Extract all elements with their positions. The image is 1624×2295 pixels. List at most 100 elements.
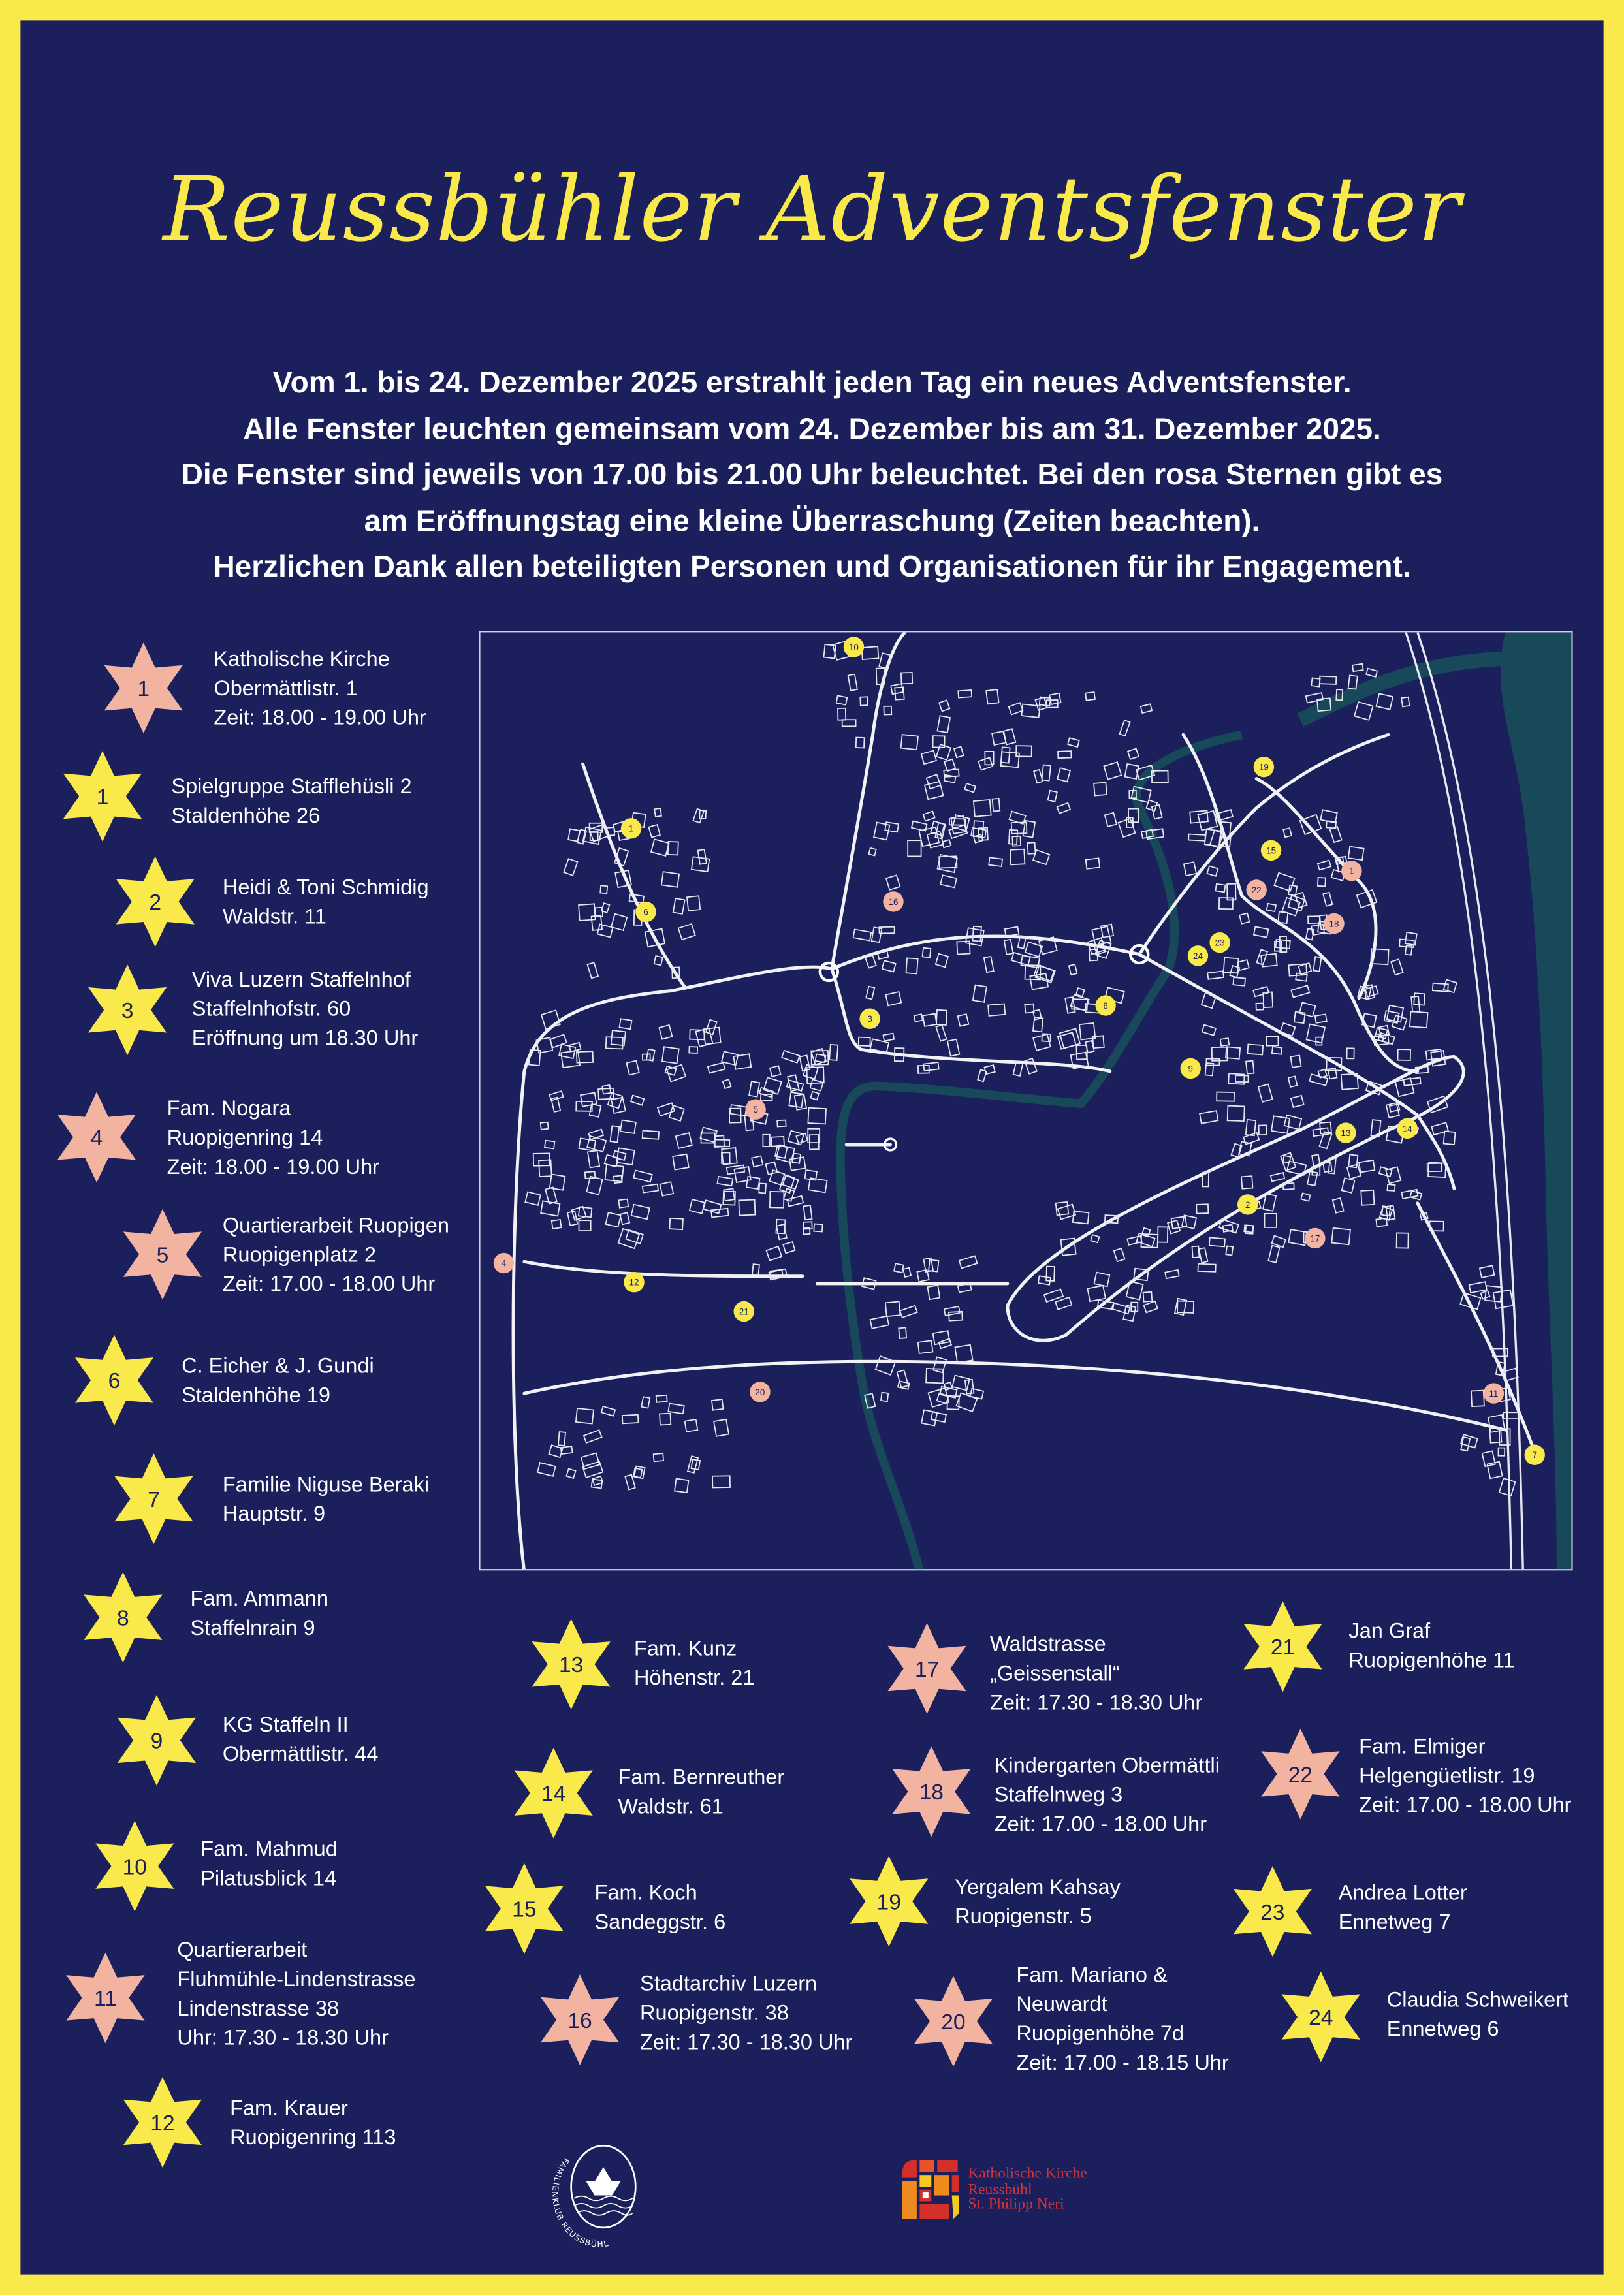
entry-line: Yergalem Kahsay: [955, 1876, 1121, 1900]
building: [1486, 1461, 1503, 1480]
map-marker-pink[interactable]: 11: [1483, 1383, 1505, 1404]
building: [610, 1030, 626, 1047]
yellow-star-icon: 21: [1243, 1601, 1322, 1692]
road: [1181, 733, 1420, 1073]
building: [791, 1152, 802, 1164]
building: [1104, 1214, 1119, 1224]
building: [1057, 1203, 1077, 1220]
building: [1010, 848, 1026, 866]
building: [1222, 1224, 1234, 1233]
building: [1487, 1414, 1506, 1433]
map-marker-yellow[interactable]: 9: [1180, 1058, 1201, 1079]
building: [932, 1356, 947, 1374]
map-marker-yellow[interactable]: 19: [1253, 756, 1275, 778]
map-marker-yellow[interactable]: 15: [1260, 840, 1282, 861]
map-marker-yellow[interactable]: 1: [620, 818, 642, 839]
map-marker-pink[interactable]: 16: [883, 891, 904, 912]
yellow-star-icon: 12: [123, 2076, 202, 2168]
building: [923, 1061, 940, 1072]
building: [1286, 1160, 1307, 1176]
map-marker-pink[interactable]: 4: [493, 1252, 515, 1274]
building: [1484, 1285, 1503, 1303]
building: [1281, 896, 1301, 917]
map-marker-pink[interactable]: 1: [1341, 861, 1362, 881]
building: [626, 1060, 640, 1076]
map-marker-number: 2: [1245, 1200, 1250, 1210]
building: [1072, 1211, 1090, 1225]
map-marker-yellow[interactable]: 13: [1335, 1122, 1356, 1143]
pink-star-icon: 16: [540, 1974, 620, 2066]
map-marker-yellow[interactable]: 2: [1237, 1194, 1258, 1215]
map-marker-yellow[interactable]: 24: [1187, 945, 1209, 966]
building: [1130, 785, 1152, 804]
map-marker-yellow[interactable]: 3: [859, 1008, 880, 1029]
map-marker-pink[interactable]: 22: [1246, 879, 1267, 900]
map-marker-pink[interactable]: 17: [1305, 1227, 1326, 1249]
building: [938, 1338, 953, 1350]
star-number: 11: [94, 1987, 117, 2011]
pink-star-icon: 5: [123, 1209, 202, 1300]
familienklub-logo: FAMILIENKLUB REUSSBÜHL: [545, 2137, 656, 2249]
building: [686, 895, 701, 911]
building: [1375, 693, 1394, 710]
building: [578, 903, 596, 921]
intro-line: Die Fenster sind jeweils von 17.00 bis 2…: [181, 458, 1443, 492]
building: [983, 1064, 996, 1075]
map-marker-pink[interactable]: 20: [750, 1382, 771, 1402]
building: [972, 925, 982, 942]
building: [1312, 1127, 1329, 1137]
building: [978, 757, 994, 771]
building: [697, 849, 707, 865]
building: [969, 1387, 985, 1400]
railway: [1405, 632, 1512, 1570]
building: [650, 838, 670, 857]
building: [1375, 1217, 1388, 1227]
building: [1385, 1102, 1400, 1119]
building: [1370, 1119, 1382, 1137]
building: [729, 1104, 748, 1117]
building: [588, 1103, 602, 1118]
advent-window-entry: Waldstrasse„Geissenstall“Zeit: 17.30 - 1…: [990, 1630, 1202, 1718]
building: [786, 1074, 800, 1092]
building: [607, 1092, 624, 1109]
building: [946, 1038, 961, 1057]
kirche-logo-text: Katholische Kirche Reussbühl St. Philipp…: [968, 2167, 1087, 2214]
map-marker-yellow[interactable]: 8: [1095, 995, 1116, 1016]
building: [1188, 833, 1206, 842]
map-marker-pink[interactable]: 5: [745, 1099, 766, 1120]
building: [897, 1380, 910, 1390]
map-marker-yellow[interactable]: 12: [624, 1272, 645, 1293]
map-marker-pink[interactable]: 18: [1324, 913, 1345, 934]
building: [714, 1135, 725, 1148]
building: [1252, 926, 1269, 938]
building: [1383, 1010, 1400, 1024]
entry-line: Jan Graf: [1348, 1620, 1431, 1644]
building: [1055, 1201, 1070, 1216]
map-marker-yellow[interactable]: 21: [733, 1301, 754, 1322]
building: [629, 1094, 645, 1106]
building: [656, 1102, 676, 1117]
entry-line: Höhenstr. 21: [634, 1667, 755, 1691]
building: [659, 1412, 672, 1426]
map-marker-yellow[interactable]: 6: [635, 901, 656, 923]
map-marker-yellow[interactable]: 10: [843, 637, 865, 657]
map-marker-yellow[interactable]: 23: [1209, 932, 1230, 953]
building: [1032, 1016, 1044, 1033]
building: [1427, 1162, 1447, 1179]
entry-line: Waldstr. 61: [618, 1796, 724, 1820]
map-marker-yellow[interactable]: 7: [1524, 1444, 1545, 1465]
building: [793, 1093, 808, 1111]
building: [1141, 1227, 1151, 1238]
building: [1201, 1024, 1217, 1036]
map-marker-yellow[interactable]: 14: [1397, 1118, 1418, 1139]
building: [1173, 1297, 1188, 1316]
building: [1096, 1299, 1115, 1310]
building: [539, 1121, 549, 1130]
map-marker-number: 18: [1329, 919, 1339, 928]
building: [873, 821, 891, 841]
